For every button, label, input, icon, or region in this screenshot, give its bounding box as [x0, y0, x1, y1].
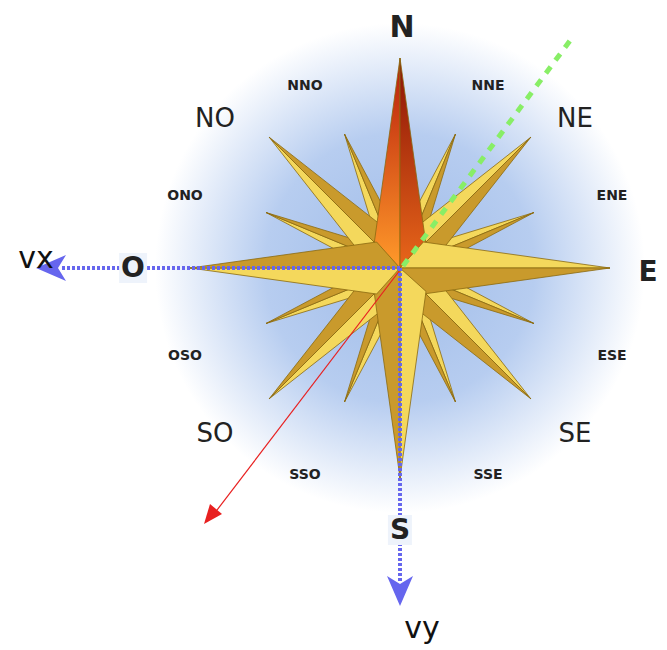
- compass-direction-label: SSE: [473, 467, 502, 481]
- compass-direction-label: E: [638, 258, 657, 286]
- compass-direction-label: ESE: [597, 348, 626, 362]
- compass-direction-label: SSO: [289, 467, 320, 481]
- compass-direction-label: OSO: [168, 348, 202, 362]
- compass-direction-label: N: [389, 12, 414, 42]
- green-dashed-line: [403, 38, 572, 266]
- red-vector: [214, 270, 400, 514]
- star-point-light: [400, 242, 610, 268]
- compass-direction-label: O: [119, 253, 147, 283]
- star-point-light: [374, 58, 400, 268]
- vx-axis-line: [60, 266, 400, 270]
- axis-label: vy: [404, 613, 440, 643]
- compass-direction-label: ENE: [597, 188, 628, 202]
- compass-direction-label: SO: [197, 420, 234, 446]
- star-point-light: [190, 268, 400, 294]
- compass-direction-label: S: [388, 515, 412, 545]
- compass-direction-label: NNE: [472, 78, 505, 92]
- compass-direction-label: SE: [559, 420, 592, 446]
- compass-direction-label: ONO: [167, 188, 203, 202]
- star-point-dark: [400, 268, 610, 294]
- vy-arrowhead: [387, 576, 413, 606]
- axis-label: vx: [18, 243, 54, 273]
- compass-direction-label: NE: [557, 105, 593, 131]
- star-point-light: [400, 268, 426, 478]
- red-arrowhead: [204, 504, 222, 524]
- star-point-dark: [190, 242, 400, 268]
- compass-direction-label: NO: [195, 105, 235, 131]
- compass-direction-label: NNO: [287, 78, 322, 92]
